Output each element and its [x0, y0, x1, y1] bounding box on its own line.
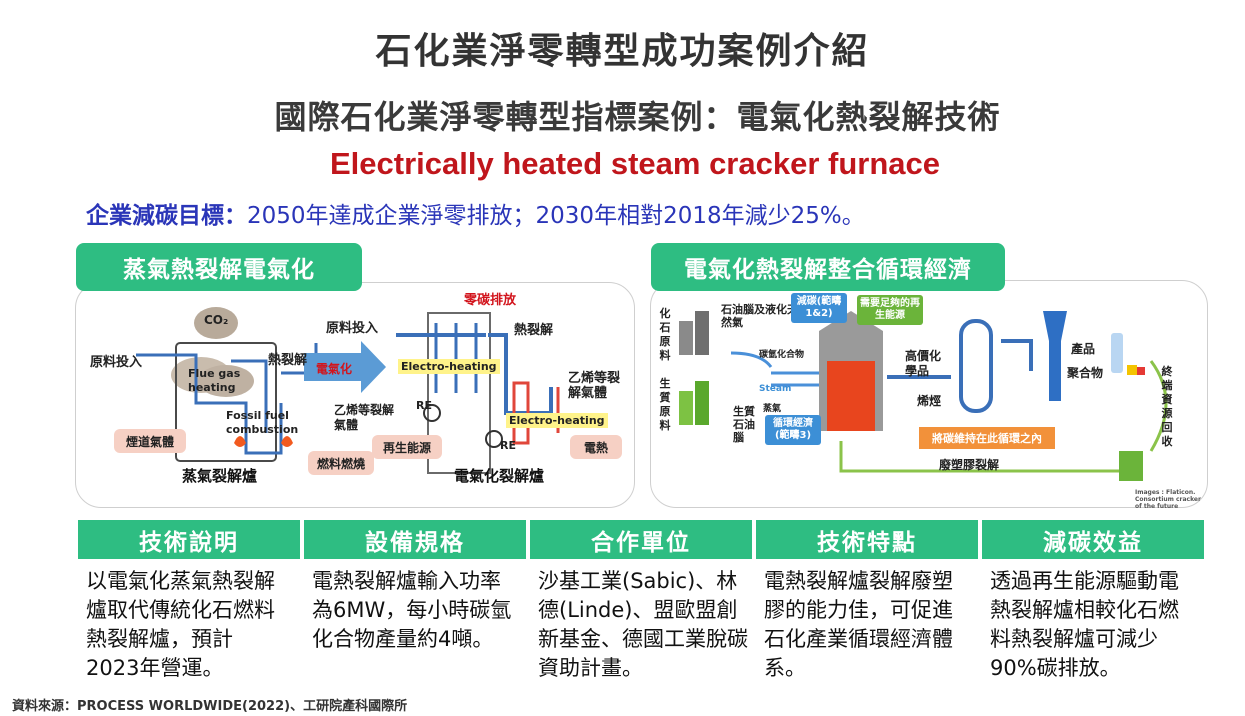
loop-arrow	[839, 360, 1168, 473]
reduce-carbon-box: 減碳(範疇1&2)	[791, 293, 847, 323]
english-title: Electrically heated steam cracker furnac…	[329, 146, 940, 181]
col-header-tech-desc: 技術說明	[78, 520, 300, 559]
fossil-fuel-label: Fossil fuel combustion	[226, 409, 299, 436]
process-loop	[887, 319, 1033, 413]
products-label: 產品	[1071, 342, 1096, 356]
bio-feed-label: 生質原料	[659, 377, 671, 432]
feed-in-label-right: 原料投入	[326, 321, 379, 336]
flame-icons	[234, 436, 293, 447]
col-text-partners: 沙基工業(Sabic)、林德(Linde)、盟歐盟創新基金、德國工業脫碳資助計畫…	[538, 569, 748, 680]
col-header-partners: 合作單位	[530, 520, 752, 559]
smoke-cloud-icon	[171, 307, 254, 397]
electrification-arrow-icon	[304, 341, 386, 393]
steam-label: Steam	[759, 384, 792, 394]
page-title: 石化業淨零轉型成功案例介紹	[375, 31, 870, 72]
flue-gas-heating-label: Flue gas heating	[188, 367, 241, 394]
source-note: 資料來源：PROCESS WORLDWIDE(2022)、工研院產科國際所	[12, 699, 408, 714]
col-header-equipment: 設備規格	[304, 520, 526, 559]
end-recycle-label: 終端資源回收	[1161, 365, 1173, 448]
plastic-crack-label: 廢塑膠裂解	[939, 458, 1000, 472]
tab-steam-cracking-electrification: 蒸氣熱裂解電氣化	[76, 243, 362, 291]
feed-in-label-left: 原料投入	[90, 355, 143, 370]
olefins-label: 烯烴	[917, 394, 942, 408]
cracker-furnace-icon	[819, 311, 883, 431]
re-label-2: RE	[500, 439, 516, 452]
electro-heating-label-1: Electro-heating	[398, 359, 500, 374]
col-text-equipment: 電熱裂解爐輸入功率為6MW，每小時碳氫化合物產量約4噸。	[312, 569, 512, 651]
ethylene-label-mid: 乙烯等裂解氣體	[334, 403, 395, 432]
left-diagram-panel: 原料投入 CO₂ 熱裂解 Flue gas heating Fossil fue…	[75, 282, 635, 508]
col-header-features: 技術特點	[756, 520, 978, 559]
steam-zh-label: 蒸氣	[763, 404, 782, 414]
images-credit: Images : Flaticon. Consortium cracker of…	[1135, 489, 1201, 510]
furnace-label-right: 電氣化裂解爐	[454, 467, 545, 485]
furnace-label-left: 蒸氣裂解爐	[182, 467, 258, 485]
col-text-features: 電熱裂解爐裂解廢塑膠的能力佳，可促進石化產業循環經濟體系。	[764, 569, 953, 680]
tab-circular-economy: 電氣化熱裂解整合循環經濟	[651, 243, 1005, 291]
refinery-icon	[679, 311, 709, 355]
naphtha-gas-label: 石油腦及液化天然氣	[721, 303, 798, 329]
electro-heating-label-2: Electro-heating	[506, 413, 608, 428]
electric-heat-box: 電熱	[570, 435, 622, 459]
ethylene-label-right: 乙烯等裂解氣體	[568, 371, 621, 401]
col-header-benefits: 減碳效益	[982, 520, 1204, 559]
renewable-needed-box: 需要足夠的再生能源	[857, 295, 923, 325]
zero-carbon-label: 零碳排放	[464, 293, 517, 308]
right-diagram-panel: 化石原料 生質原料 石油腦及液化天然氣 碳氫化合物 Steam 蒸氣 生質石油腦…	[650, 280, 1208, 510]
bio-naphtha-label: 生質石油腦	[733, 405, 755, 444]
flow-arrows	[730, 351, 821, 387]
goal-line: 企業減碳目標：2050年達成企業淨零排放；2030年相對2018年減少25%。	[86, 196, 865, 230]
cracking-label-right: 熱裂解	[514, 323, 554, 338]
re-symbol-icons	[423, 404, 503, 448]
goal-label: 企業減碳目標：	[86, 203, 247, 229]
fuel-burn-box: 燃料燃燒	[308, 451, 374, 475]
recycle-econ-box: 循環經濟(範疇3)	[765, 415, 821, 445]
page-subtitle: 國際石化業淨零轉型指標案例：電氣化熱裂解技術	[274, 98, 1001, 136]
re-label-1: RE	[416, 399, 432, 412]
co2-label: CO₂	[204, 313, 229, 327]
hydrocarbons-label: 碳氫化合物	[759, 350, 805, 360]
right-diagram-graphic	[679, 311, 1168, 481]
bottle-icon	[1111, 333, 1145, 375]
high-value-label: 高價化學品	[905, 349, 942, 378]
bio-plant-icon	[679, 381, 709, 425]
polymers-label: 聚合物	[1067, 366, 1104, 380]
column-icon	[1043, 311, 1067, 401]
fossil-feed-label: 化石原料	[659, 307, 671, 362]
col-text-benefits: 透過再生能源驅動電熱裂解爐相較化石燃料熱裂解爐可減少90%碳排放。	[990, 569, 1179, 680]
carbon-loop-box: 將碳維持在此循環之內	[919, 427, 1055, 449]
electrification-label: 電氣化	[316, 362, 353, 376]
goal-text: 2050年達成企業淨零排放；2030年相對2018年減少25%。	[247, 203, 865, 229]
col-text-tech-desc: 以電氣化蒸氣熱裂解爐取代傳統化石燃料熱裂解爐，預計2023年營運。	[86, 569, 275, 680]
cracking-label-left: 熱裂解	[268, 353, 308, 368]
recycle-bin-icon	[1119, 451, 1143, 481]
flue-gas-box: 煙道氣體	[114, 429, 186, 453]
renewable-box: 再生能源	[372, 435, 442, 459]
